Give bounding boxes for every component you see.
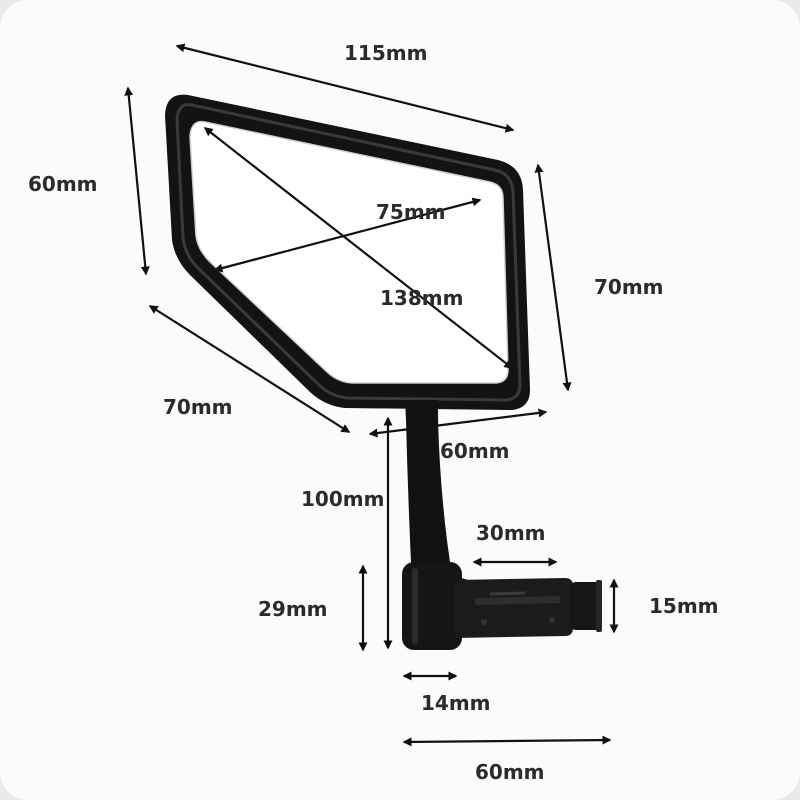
label-60mm-bottom-edge: 60mm <box>440 439 510 463</box>
arrow-60mm-left <box>124 86 150 276</box>
label-100mm: 100mm <box>301 487 385 511</box>
label-15mm: 15mm <box>649 594 719 618</box>
arrow-70mm-right <box>534 163 572 392</box>
arrow-60mm-bottom <box>402 735 612 747</box>
label-70mm-left: 70mm <box>163 395 233 419</box>
arrow-138mm <box>203 127 514 369</box>
clamp-head <box>402 562 462 650</box>
mirror-head <box>165 94 530 411</box>
arrow-60mm-bottom-edge <box>368 408 548 438</box>
mirror-stem <box>405 400 468 585</box>
bar-end-clamp <box>402 562 602 650</box>
label-60mm-bottom: 60mm <box>475 760 545 784</box>
arrow-70mm-left <box>148 305 351 433</box>
arrow-115mm <box>175 43 515 133</box>
label-138mm: 138mm <box>380 286 464 310</box>
label-14mm: 14mm <box>421 691 491 715</box>
label-29mm: 29mm <box>258 597 328 621</box>
label-115mm: 115mm <box>344 41 428 65</box>
label-70mm-right: 70mm <box>594 275 664 299</box>
label-60mm-left: 60mm <box>28 172 98 196</box>
clamp-sleeve <box>455 578 573 638</box>
bar-end-plug <box>570 582 602 630</box>
label-75mm: 75mm <box>376 200 446 224</box>
label-30mm: 30mm <box>476 521 546 545</box>
